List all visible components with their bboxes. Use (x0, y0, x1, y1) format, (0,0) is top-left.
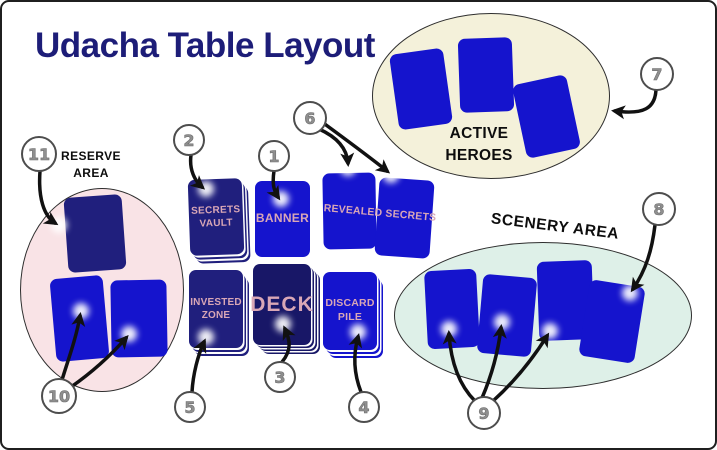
reserve-card-right (110, 279, 168, 358)
callout-number-3: 3 (274, 368, 285, 387)
callout-number-6: 6 (304, 109, 315, 128)
callout-8: 8 (642, 192, 676, 226)
discard-pile-label-line2: PILE (337, 311, 363, 323)
discard-pile-label-line1: DISCARD (325, 297, 375, 310)
active-heroes-label: ACTIVE HEROES (429, 123, 529, 168)
callout-arrow-7 (611, 88, 658, 120)
secrets-vault-card: SECRETS VAULT (187, 178, 245, 256)
callout-9: 9 (467, 396, 501, 430)
active-heroes-label-line1: ACTIVE (449, 125, 509, 142)
callout-7: 7 (640, 57, 674, 91)
reserve-area-label-line1: RESERVE (61, 149, 121, 163)
scenery-area-label: SCENERY AREA (490, 210, 621, 243)
deck-card: DECK (250, 264, 314, 345)
invested-zone-label-line2: ZONE (201, 310, 231, 321)
hero-card-1 (388, 47, 454, 131)
scenery-card-4 (578, 279, 646, 364)
callout-circle-8 (642, 192, 676, 226)
reserve-card-left (49, 274, 110, 363)
callout-circle-6 (293, 101, 327, 135)
callout-number-10: 10 (48, 387, 70, 406)
callout-circle-9 (467, 396, 501, 430)
callout-number-5: 5 (184, 398, 195, 417)
callout-number-1: 1 (268, 147, 279, 166)
callout-number-8: 8 (653, 200, 664, 219)
callout-4: 4 (348, 391, 380, 423)
banner-label: BANNER (255, 211, 310, 226)
secrets-vault-label-line1: SECRETS (190, 204, 241, 217)
invested-zone-label-line1: INVESTED (190, 297, 242, 308)
scenery-card-2 (476, 273, 538, 358)
callout-circle-3 (264, 361, 296, 393)
callout-arrow-6b (320, 120, 391, 174)
callout-circle-1 (258, 140, 290, 172)
callout-3: 3 (264, 361, 296, 393)
callout-number-9: 9 (478, 404, 489, 423)
callout-arrow-5 (190, 338, 207, 394)
callout-circle-2 (173, 124, 205, 156)
deck-label: DECK (250, 292, 314, 316)
discard-pile-card: DISCARD PILE (323, 272, 377, 350)
callout-1: 1 (258, 140, 290, 172)
active-heroes-label-line2: HEROES (445, 147, 513, 165)
callout-2: 2 (173, 124, 205, 156)
callout-circle-4 (348, 391, 380, 423)
callout-5: 5 (174, 391, 206, 423)
page-title: Udacha Table Layout (35, 26, 375, 65)
reserve-area-label: RESERVE AREA (50, 148, 132, 183)
callout-arrow-6a (317, 127, 355, 167)
reserve-card-top (63, 194, 127, 273)
callout-6: 6 (293, 101, 327, 135)
callout-number-7: 7 (651, 65, 662, 84)
reserve-area-label-line2: AREA (73, 166, 109, 181)
callout-number-4: 4 (358, 398, 369, 417)
banner-card: BANNER (255, 181, 310, 257)
secrets-vault-label-line2: VAULT (199, 217, 234, 230)
hero-card-2 (457, 37, 515, 113)
scenery-card-1 (423, 268, 481, 350)
invested-zone-card: INVESTED ZONE (189, 270, 243, 348)
callout-circle-7 (640, 57, 674, 91)
callout-number-11: 11 (28, 145, 50, 164)
callout-number-2: 2 (183, 131, 194, 150)
callout-circle-5 (174, 391, 206, 423)
